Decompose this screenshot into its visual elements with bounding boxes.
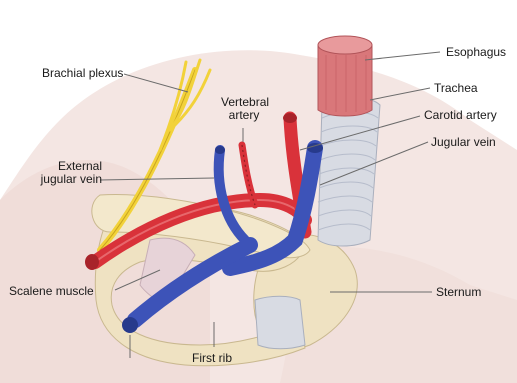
label-external-jugular-vein: External jugular vein bbox=[10, 160, 102, 186]
label-trachea: Trachea bbox=[434, 82, 478, 95]
label-carotid-artery: Carotid artery bbox=[424, 109, 497, 122]
costal-cartilage bbox=[255, 296, 305, 349]
esophagus bbox=[318, 36, 372, 116]
trachea bbox=[318, 98, 380, 247]
label-brachial-plexus: Brachial plexus bbox=[42, 67, 123, 80]
label-scalene-muscle: Scalene muscle bbox=[9, 285, 94, 298]
label-esophagus: Esophagus bbox=[446, 46, 506, 59]
label-external-jugular-line2: jugular vein bbox=[10, 173, 102, 186]
label-vertebral-artery-line2: artery bbox=[221, 109, 267, 122]
label-jugular-vein: Jugular vein bbox=[431, 136, 496, 149]
label-vertebral-artery: Vertebral artery bbox=[221, 96, 267, 122]
label-first-rib: First rib bbox=[192, 352, 232, 365]
label-sternum: Sternum bbox=[436, 286, 481, 299]
